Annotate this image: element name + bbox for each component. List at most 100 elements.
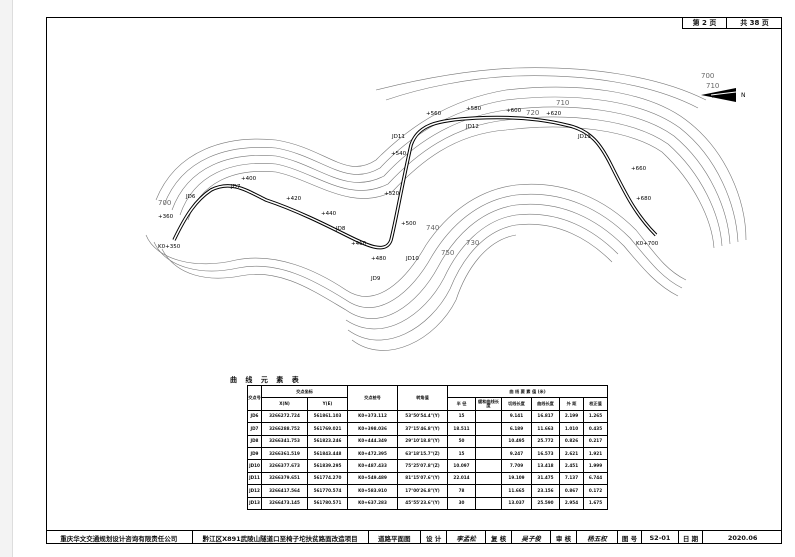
company-name: 重庆华文交通规划设计咨询有限责任公司: [46, 531, 193, 544]
table-cell: [475, 422, 502, 436]
table-cell: JD13: [247, 496, 262, 510]
station-label: +560: [426, 111, 442, 117]
table-cell: 0.867: [559, 484, 584, 498]
table-cell: 11.663: [531, 422, 560, 436]
viewer-left-strip: [0, 0, 13, 557]
road-plan-map: 700 710 720 700 710 720 740 750 730 K0+3…: [145, 67, 747, 351]
table-cell: 3266377.673: [261, 459, 308, 473]
table-cell: 7.709: [501, 459, 532, 473]
contour-label: 710: [556, 99, 569, 107]
table-cell: 561780.571: [307, 496, 348, 510]
ji-point-label: JD6: [185, 194, 196, 200]
table-cell: 561770.574: [307, 484, 348, 498]
table-cell: K0+398.036: [347, 422, 398, 436]
table-cell: 31.475: [531, 471, 560, 486]
station-label: +420: [286, 196, 302, 202]
table-cell: 3266272.724: [261, 409, 308, 424]
station-label: +620: [546, 111, 562, 117]
drawing-sheet-frame: [46, 17, 782, 544]
table-cell: 30: [447, 496, 476, 510]
header-radius: 半 径: [447, 397, 476, 411]
table-cell: 561774.270: [307, 471, 348, 486]
date-label: 日 期: [679, 531, 704, 544]
ji-point-label: JD10: [405, 256, 419, 262]
contour-label: 740: [426, 224, 439, 232]
table-cell: JD7: [247, 422, 262, 436]
table-cell: 3266379.651: [261, 471, 308, 486]
header-no: 交点号: [247, 385, 262, 411]
date-value: 2020.06: [727, 533, 758, 542]
station-label: +400: [241, 176, 257, 182]
station-label: +460: [351, 241, 367, 247]
header-coords: 交点坐标: [261, 384, 348, 399]
curve-elements-table: 交点号 交点坐标 交点桩号 转角值 曲 线 要 素 值 (米) X(N) Y(E…: [247, 384, 608, 510]
table-cell: 11.665: [501, 484, 532, 498]
table-cell: 6.744: [583, 471, 608, 486]
table-cell: 81°15'07.6"(Y): [397, 471, 448, 486]
table-cell: 16.817: [531, 409, 560, 424]
contour-label: 730: [466, 239, 479, 247]
table-cell: 23.156: [531, 484, 560, 498]
header-spiral: 缓和曲线长度: [475, 397, 502, 411]
header-length: 曲线长度: [531, 397, 560, 411]
table-cell: [475, 434, 502, 448]
station-label: +600: [506, 108, 522, 114]
table-cell: 3266417.564: [261, 484, 308, 498]
station-label: +540: [391, 151, 407, 157]
table-cell: 2.199: [559, 409, 584, 424]
table-cell: JD11: [247, 471, 262, 486]
table-cell: 10.495: [501, 434, 532, 448]
contour-label: 750: [441, 249, 454, 257]
table-cell: 561769.021: [307, 422, 348, 436]
table-cell: 7.137: [559, 471, 584, 486]
table-cell: 1.010: [559, 422, 584, 436]
ji-point-label: JD13: [577, 134, 591, 140]
check-label: 复 核: [486, 531, 513, 544]
station-label: +500: [401, 221, 417, 227]
table-cell: 25.590: [531, 496, 560, 510]
contour-label: 700: [701, 72, 714, 80]
table-cell: [475, 409, 502, 424]
table-cell: 18.511: [447, 422, 476, 436]
table-cell: 15: [447, 409, 476, 424]
table-cell: JD10: [247, 459, 262, 473]
station-label: +360: [158, 214, 174, 220]
total-sheets: 共 38 页: [726, 17, 782, 29]
header-angle: 转角值: [397, 385, 448, 411]
table-cell: 16.573: [531, 446, 560, 461]
station-label: +660: [631, 166, 647, 172]
table-cell: 45°55'23.6"(Y): [397, 496, 448, 510]
table-cell: 50: [447, 434, 476, 448]
table-cell: 0.435: [583, 422, 608, 436]
station-label: K0+350: [158, 244, 181, 250]
table-cell: 22.014: [447, 471, 476, 486]
table-cell: 1.921: [583, 446, 608, 461]
header-y: Y(E): [307, 397, 348, 411]
table-cell: 561843.448: [307, 446, 348, 461]
table-cell: [475, 459, 502, 473]
table-cell: 2.621: [559, 446, 584, 461]
table-cell: K0+583.910: [347, 484, 398, 498]
drawing-name: 道路平面图: [369, 531, 421, 544]
table-cell: K0+472.395: [347, 446, 398, 461]
table-cell: 15: [447, 446, 476, 461]
table-cell: 29°10'18.8"(Y): [397, 434, 448, 448]
table-cell: [475, 496, 502, 510]
table-cell: 561839.295: [307, 459, 348, 473]
table-cell: 19.109: [501, 471, 532, 486]
north-arrow-icon: N: [701, 88, 746, 102]
ji-point-label: JD7: [230, 184, 241, 190]
table-cell: 10.097: [447, 459, 476, 473]
review-label: 审 核: [551, 531, 578, 544]
table-cell: K0+444.349: [347, 434, 398, 448]
title-block: 重庆华文交通规划设计咨询有限责任公司 黔江区X891武陵山隧道口至椅子坨扶贫路面…: [46, 530, 782, 544]
table-cell: 3266288.752: [261, 422, 308, 436]
table-cell: 6.189: [501, 422, 532, 436]
table-cell: JD12: [247, 484, 262, 498]
table-cell: 0.172: [583, 484, 608, 498]
station-label: K0+700: [636, 241, 659, 247]
